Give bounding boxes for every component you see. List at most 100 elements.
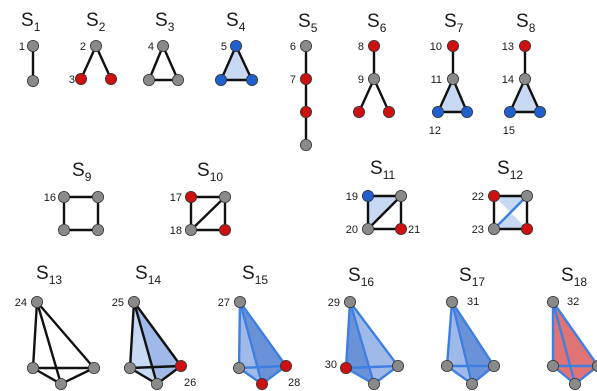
labels: S11S223S34S45S567S689S7101112S8131415S91… <box>15 10 588 389</box>
gray-node <box>88 361 101 374</box>
gray-node <box>124 361 137 374</box>
edge <box>450 300 496 368</box>
edge <box>372 77 391 114</box>
subgraph-subscript: 2 <box>99 20 106 34</box>
subgraph-label: S15 <box>242 263 268 287</box>
node-number-label: 20 <box>346 224 358 236</box>
gray-node <box>394 189 407 202</box>
subgraph-label: S4 <box>226 10 246 34</box>
subgraph-label: S10 <box>197 160 223 184</box>
gray-node <box>299 40 312 53</box>
subgraph-subscript: 11 <box>383 168 396 182</box>
gray-node <box>343 295 356 308</box>
edge <box>132 300 183 368</box>
edge <box>344 300 352 370</box>
gray-node <box>184 223 197 236</box>
node-number-label: 24 <box>15 297 27 309</box>
edge <box>508 77 527 114</box>
red-node <box>521 222 534 235</box>
gray-node <box>232 361 245 374</box>
red-node <box>352 106 365 119</box>
edge <box>344 364 400 370</box>
gray-node <box>26 40 39 53</box>
edge <box>147 44 165 82</box>
red-node <box>255 377 268 390</box>
red-node <box>382 106 395 119</box>
red-node <box>367 40 380 53</box>
face-fill <box>447 302 472 384</box>
node-number-label: 9 <box>358 74 364 86</box>
node-number-label: 29 <box>328 297 340 309</box>
red-node <box>184 190 197 203</box>
node-number-label: 18 <box>170 225 182 237</box>
gray-node <box>391 359 404 372</box>
blue-node <box>534 106 547 119</box>
subgraph-label: S8 <box>516 11 536 35</box>
red-node <box>218 223 231 236</box>
red-node <box>339 361 352 374</box>
red-node <box>105 73 118 86</box>
node-number-label: 13 <box>502 41 514 53</box>
red-node <box>299 106 312 119</box>
edge <box>551 300 577 386</box>
subgraph-subscript: 5 <box>311 21 318 35</box>
edge <box>551 300 597 367</box>
gray-node <box>156 40 169 53</box>
subgraph-label: S7 <box>444 11 464 35</box>
edge <box>366 194 403 231</box>
gray-node <box>90 40 103 53</box>
edge <box>31 300 39 370</box>
node-number-label: 26 <box>184 377 196 389</box>
edge <box>161 44 180 82</box>
gray-node <box>92 223 105 236</box>
gray-node <box>569 377 582 390</box>
subgraph-label: S17 <box>459 265 485 289</box>
subgraph-label: S1 <box>21 10 41 34</box>
subgraph-subscript: 1 <box>34 20 41 34</box>
gray-node <box>58 190 71 203</box>
gray-node <box>519 73 532 86</box>
gray-node <box>446 73 459 86</box>
node-number-label: 8 <box>358 41 364 53</box>
gray-node <box>592 360 597 372</box>
edge <box>189 195 227 232</box>
node-number-label: 22 <box>472 191 484 203</box>
node-number-label: 2 <box>80 41 86 53</box>
subgraph-subscript: 13 <box>49 273 63 287</box>
edge <box>238 300 264 386</box>
gray-node <box>367 73 380 86</box>
subgraph-label: S3 <box>155 10 175 34</box>
gray-node <box>26 75 39 88</box>
edge <box>237 300 242 370</box>
gray-node <box>218 190 231 203</box>
subgraph-label: S13 <box>36 263 62 287</box>
face-fill <box>221 46 252 80</box>
face-fill <box>438 79 467 112</box>
node-number-label: 3 <box>69 74 75 86</box>
subgraph-label: S5 <box>298 11 318 35</box>
gray-node <box>142 74 155 87</box>
edge <box>238 300 288 368</box>
edge <box>219 44 238 82</box>
edge <box>492 194 529 231</box>
gray-node <box>233 295 246 308</box>
gray-node <box>547 359 560 372</box>
gray-node <box>445 295 458 308</box>
node-number-label: 7 <box>290 74 296 86</box>
subgraph-subscript: 15 <box>255 273 269 287</box>
gray-node <box>127 295 140 308</box>
subgraph-subscript: 3 <box>168 20 175 34</box>
face-fill <box>553 302 597 384</box>
blue-node <box>503 106 516 119</box>
node-number-label: 11 <box>431 74 442 86</box>
gray-node <box>487 359 500 372</box>
subgraph-label: S18 <box>561 265 587 289</box>
gray-node <box>171 74 184 87</box>
node-number-label: 21 <box>408 224 420 236</box>
red-node <box>487 189 500 202</box>
node-number-label: 16 <box>44 192 56 204</box>
subgraph-subscript: 14 <box>148 273 162 287</box>
red-node <box>75 73 88 86</box>
node-number-label: 32 <box>567 296 579 308</box>
node-number-label: 28 <box>288 377 300 389</box>
